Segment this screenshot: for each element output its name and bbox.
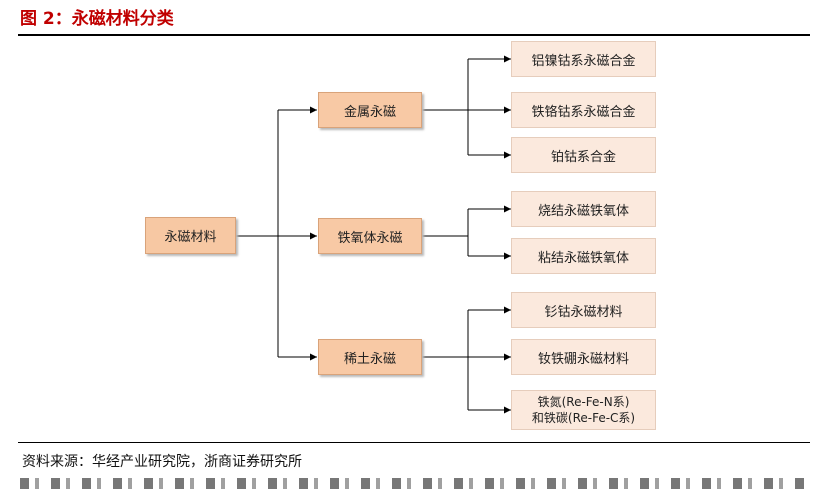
leaf-node: 铁铬钴系永磁合金: [511, 92, 656, 128]
leaf-node-two-line: 铁氮(Re-Fe-N系) 和铁碳(Re-Fe-C系): [511, 390, 656, 430]
leaf-line: 和铁碳(Re-Fe-C系): [531, 411, 636, 425]
category-node-ferrite: 铁氧体永磁: [318, 218, 422, 254]
source-rule: [18, 442, 810, 443]
title-rule: [18, 34, 810, 36]
leaf-node: 铂钴系合金: [511, 137, 656, 173]
category-node-metal: 金属永磁: [318, 92, 422, 128]
category-node-rare-earth: 稀土永磁: [318, 339, 422, 375]
root-node: 永磁材料: [145, 217, 236, 254]
leaf-node: 钕铁硼永磁材料: [511, 339, 656, 375]
leaf-node: 铝镍钴系永磁合金: [511, 41, 656, 77]
leaf-line: 铁氮(Re-Fe-N系): [537, 395, 630, 409]
leaf-node: 钐钴永磁材料: [511, 292, 656, 328]
figure-title: 图 2：永磁材料分类: [20, 9, 174, 29]
source-note: 资料来源：华经产业研究院，浙商证券研究所: [22, 454, 302, 470]
leaf-node: 烧结永磁铁氧体: [511, 191, 656, 227]
leaf-node: 粘结永磁铁氧体: [511, 238, 656, 274]
cut-off-text-line: [20, 478, 810, 489]
